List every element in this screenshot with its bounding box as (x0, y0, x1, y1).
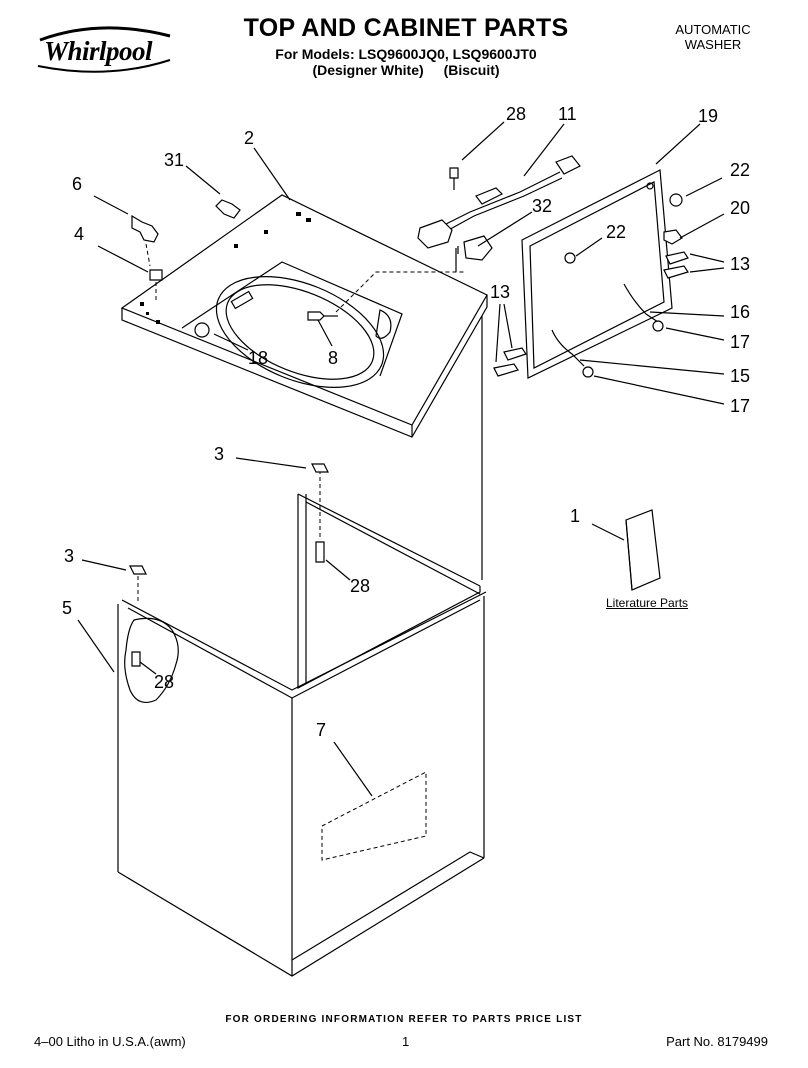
callout-4-clip: 4 (74, 224, 85, 244)
callout-22-lower: 22 (606, 222, 627, 242)
callout-1-literature: 1 (570, 506, 581, 526)
page-number: 1 (402, 1034, 410, 1049)
screw-8 (307, 271, 466, 321)
callout-28-harness-screw: 28 (506, 104, 527, 124)
callout-15-harness: 15 (730, 366, 751, 386)
callout-5-cabinet: 5 (62, 598, 73, 618)
ordering-note: FOR ORDERING INFORMATION REFER TO PARTS … (225, 1014, 583, 1025)
literature-booklet (625, 509, 661, 591)
hinge-clips (131, 199, 241, 300)
model-numbers: For Models: LSQ9600JQ0, LSQ9600JT0 (275, 46, 537, 62)
page-title: TOP AND CABINET PARTS (243, 14, 569, 42)
callout-2-top: 2 (244, 128, 255, 148)
callout-28-front-screw: 28 (154, 672, 175, 692)
whirlpool-logo: Whirlpool (36, 26, 176, 74)
callout-22-upper: 22 (730, 160, 751, 180)
callout-13-right: 13 (730, 254, 751, 274)
leader-arrows (77, 121, 725, 797)
callout-16-harness: 16 (730, 302, 751, 322)
callout-20-bracket: 20 (730, 198, 751, 218)
callout-13-left: 13 (490, 282, 511, 302)
callout-17-lower: 17 (730, 396, 751, 416)
callout-3-rear-clip: 3 (214, 444, 225, 464)
callout-8-screw: 8 (328, 348, 339, 368)
callout-7-label: 7 (316, 720, 327, 740)
logo-swoosh-icon (37, 26, 171, 73)
callout-11-wire-harness: 11 (558, 104, 577, 124)
callout-6-hinge: 6 (72, 174, 83, 194)
brand-name: Whirlpool (44, 36, 153, 66)
callout-3-front-clip: 3 (64, 546, 75, 566)
variant-biscuit: (Biscuit) (443, 62, 500, 78)
callout-32-switch: 32 (532, 196, 553, 216)
litho-info: 4–00 Litho in U.S.A.(awm) (34, 1034, 186, 1049)
callout-31-clip: 31 (164, 150, 185, 170)
wiring-harness (417, 155, 581, 272)
callout-28-rear-screw: 28 (350, 576, 371, 596)
part-number: Part No. 8179499 (666, 1034, 768, 1049)
washer-top-panel (120, 194, 488, 438)
callout-18-hose: 18 (248, 348, 269, 368)
product-type-line2: WASHER (684, 37, 742, 52)
variant-designer-white: (Designer White) (312, 62, 424, 78)
product-type-line1: AUTOMATIC (675, 22, 751, 37)
callout-19-console: 19 (698, 106, 719, 126)
callout-17-upper: 17 (730, 332, 751, 352)
model-variants: (Designer White) (Biscuit) (196, 62, 616, 78)
literature-parts-label: Literature Parts (606, 596, 689, 610)
cabinet (117, 316, 487, 977)
console-panel (493, 169, 689, 379)
